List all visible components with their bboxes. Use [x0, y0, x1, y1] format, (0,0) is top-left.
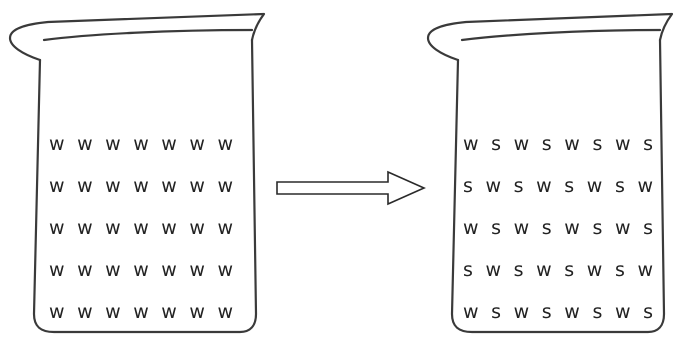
- left-beaker-contents: w w w w w w w w w w w w w w w w w w w w …: [49, 133, 233, 323]
- left-row: w w w w w w w: [49, 217, 233, 239]
- left-row: w w w w w w w: [49, 175, 233, 197]
- right-beaker-spout: [426, 12, 674, 62]
- right-beaker-contents: w s w s w s w s s w s w s w s w w s w s …: [463, 133, 653, 323]
- left-beaker: w w w w w w w w w w w w w w w w w w w w …: [8, 12, 266, 334]
- right-row: s w s w s w s w: [463, 259, 653, 281]
- left-beaker-spout: [8, 12, 266, 62]
- right-row: w s w s w s w s: [463, 301, 653, 323]
- right-row: w s w s w s w s: [463, 133, 653, 155]
- left-beaker-rim: [42, 28, 254, 42]
- right-row: s w s w s w s w: [463, 175, 653, 197]
- arrow-icon: [276, 170, 426, 206]
- left-row: w w w w w w w: [49, 259, 233, 281]
- right-beaker: w s w s w s w s s w s w s w s w w s w s …: [426, 12, 674, 334]
- right-arrow: [276, 170, 426, 206]
- left-beaker-body: [32, 38, 258, 334]
- left-row: w w w w w w w: [49, 133, 233, 155]
- right-beaker-rim: [460, 28, 662, 42]
- left-row: w w w w w w w: [49, 301, 233, 323]
- right-row: w s w s w s w s: [463, 217, 653, 239]
- right-beaker-body: [450, 38, 666, 334]
